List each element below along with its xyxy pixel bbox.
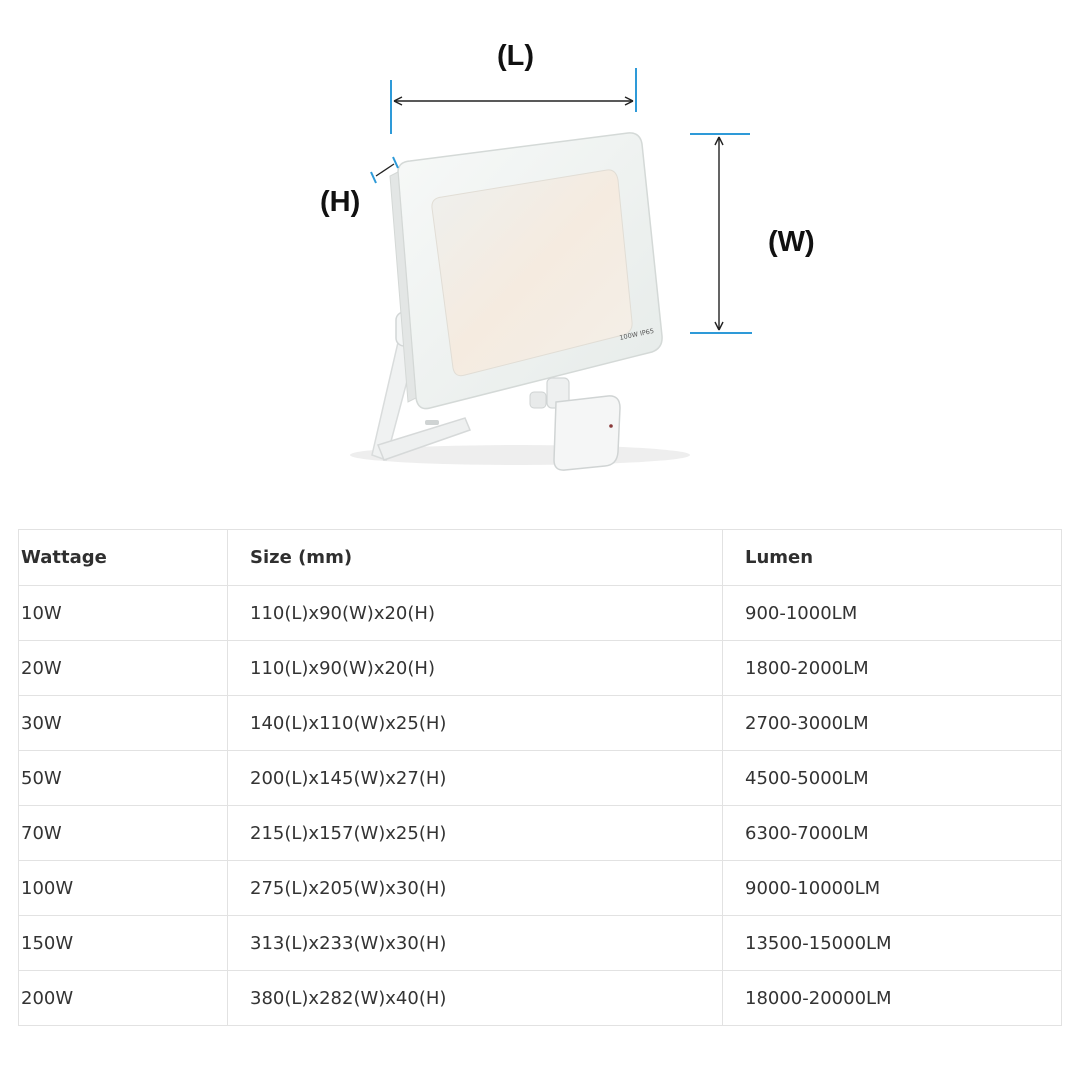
cell-lumen: 900-1000LM (722, 585, 1062, 641)
table-row: 200W 380(L)x282(W)x40(H) 18000-20000LM (18, 970, 1062, 1026)
cell-size: 200(L)x145(W)x27(H) (227, 750, 723, 806)
cell-lumen: 6300-7000LM (722, 805, 1062, 861)
table-row: 50W 200(L)x145(W)x27(H) 4500-5000LM (18, 750, 1062, 806)
motion-sensor (529, 377, 621, 471)
height-label: (H) (320, 186, 361, 218)
width-dimension (690, 133, 752, 334)
table-header-row: Wattage Size (mm) Lumen (18, 529, 1062, 586)
cell-size: 275(L)x205(W)x30(H) (227, 860, 723, 916)
cell-size: 215(L)x157(W)x25(H) (227, 805, 723, 861)
cell-size: 140(L)x110(W)x25(H) (227, 695, 723, 751)
led-lens (431, 169, 633, 377)
cell-lumen: 2700-3000LM (722, 695, 1062, 751)
table-row: 70W 215(L)x157(W)x25(H) 6300-7000LM (18, 805, 1062, 861)
cell-wattage: 30W (18, 695, 228, 751)
cell-wattage: 20W (18, 640, 228, 696)
cell-lumen: 13500-15000LM (722, 915, 1062, 971)
cell-wattage: 50W (18, 750, 228, 806)
table-row: 150W 313(L)x233(W)x30(H) 13500-15000LM (18, 915, 1062, 971)
table-row: 20W 110(L)x90(W)x20(H) 1800-2000LM (18, 640, 1062, 696)
length-label: (L) (497, 40, 535, 72)
cell-lumen: 4500-5000LM (722, 750, 1062, 806)
floodlight-illustration: 100W IP65 (350, 68, 752, 471)
housing-side (389, 171, 417, 403)
cell-wattage: 100W (18, 860, 228, 916)
length-arrow (393, 96, 634, 106)
table-row: 30W 140(L)x110(W)x25(H) 2700-3000LM (18, 695, 1062, 751)
cell-wattage: 70W (18, 805, 228, 861)
cell-wattage: 150W (18, 915, 228, 971)
cell-lumen: 9000-10000LM (722, 860, 1062, 916)
product-dimension-figure: 100W IP65 (L) (H) (W) (0, 0, 1080, 500)
table-row: 10W 110(L)x90(W)x20(H) 900-1000LM (18, 585, 1062, 641)
height-dimension (370, 156, 399, 184)
header-lumen: Lumen (722, 529, 1062, 586)
cell-size: 110(L)x90(W)x20(H) (227, 585, 723, 641)
width-arrow (714, 136, 724, 331)
cell-wattage: 200W (18, 970, 228, 1026)
cell-lumen: 18000-20000LM (722, 970, 1062, 1026)
header-wattage: Wattage (18, 529, 228, 586)
cell-size: 380(L)x282(W)x40(H) (227, 970, 723, 1026)
spec-table: Wattage Size (mm) Lumen 10W 110(L)x90(W)… (18, 529, 1062, 1026)
table-row: 100W 275(L)x205(W)x30(H) 9000-10000LM (18, 860, 1062, 916)
cell-wattage: 10W (18, 585, 228, 641)
cell-lumen: 1800-2000LM (722, 640, 1062, 696)
header-size: Size (mm) (227, 529, 723, 586)
width-label: (W) (768, 226, 815, 258)
cell-size: 313(L)x233(W)x30(H) (227, 915, 723, 971)
length-dimension (390, 68, 637, 134)
cell-size: 110(L)x90(W)x20(H) (227, 640, 723, 696)
